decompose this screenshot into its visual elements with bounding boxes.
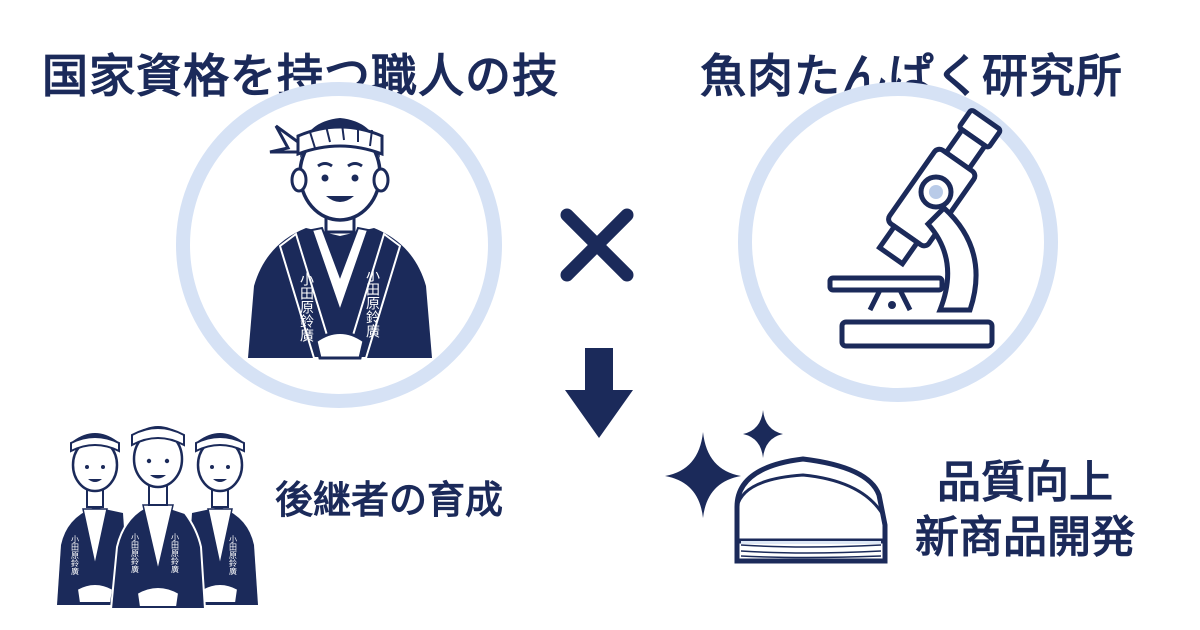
group-member-right: 小田原鈴廣 (186, 433, 258, 605)
craftsmen-group-icon: 小田原鈴廣 小田原鈴廣 小田原鈴廣 小田原鈴廣 (57, 426, 258, 610)
group-collar-left: 小田原鈴廣 (71, 535, 80, 576)
arrow-down-icon (565, 348, 633, 438)
kamaboko-icon (734, 456, 888, 564)
group-collar-right: 小田原鈴廣 (229, 535, 238, 576)
craftsman-icon: 小田原鈴廣 小田原鈴廣 (248, 118, 432, 360)
times-icon (560, 208, 634, 282)
sparkle-icon (665, 410, 783, 518)
microscope-icon (827, 108, 1003, 349)
caption-quality-line1: 品質向上 (937, 457, 1113, 508)
caption-successor-training: 後継者の育成 (275, 478, 504, 522)
group-member-center: 小田原鈴廣 小田原鈴廣 (109, 426, 207, 610)
group-collar-center-right: 小田原鈴廣 (171, 533, 180, 574)
caption-quality-development: 品質向上 新商品開発 (905, 455, 1145, 565)
caption-quality-line2: 新商品開発 (915, 512, 1135, 563)
collar-text-left: 小田原鈴廣 (298, 272, 314, 342)
collar-text-right: 小田原鈴廣 (364, 268, 380, 338)
group-collar-center-left: 小田原鈴廣 (131, 533, 140, 574)
